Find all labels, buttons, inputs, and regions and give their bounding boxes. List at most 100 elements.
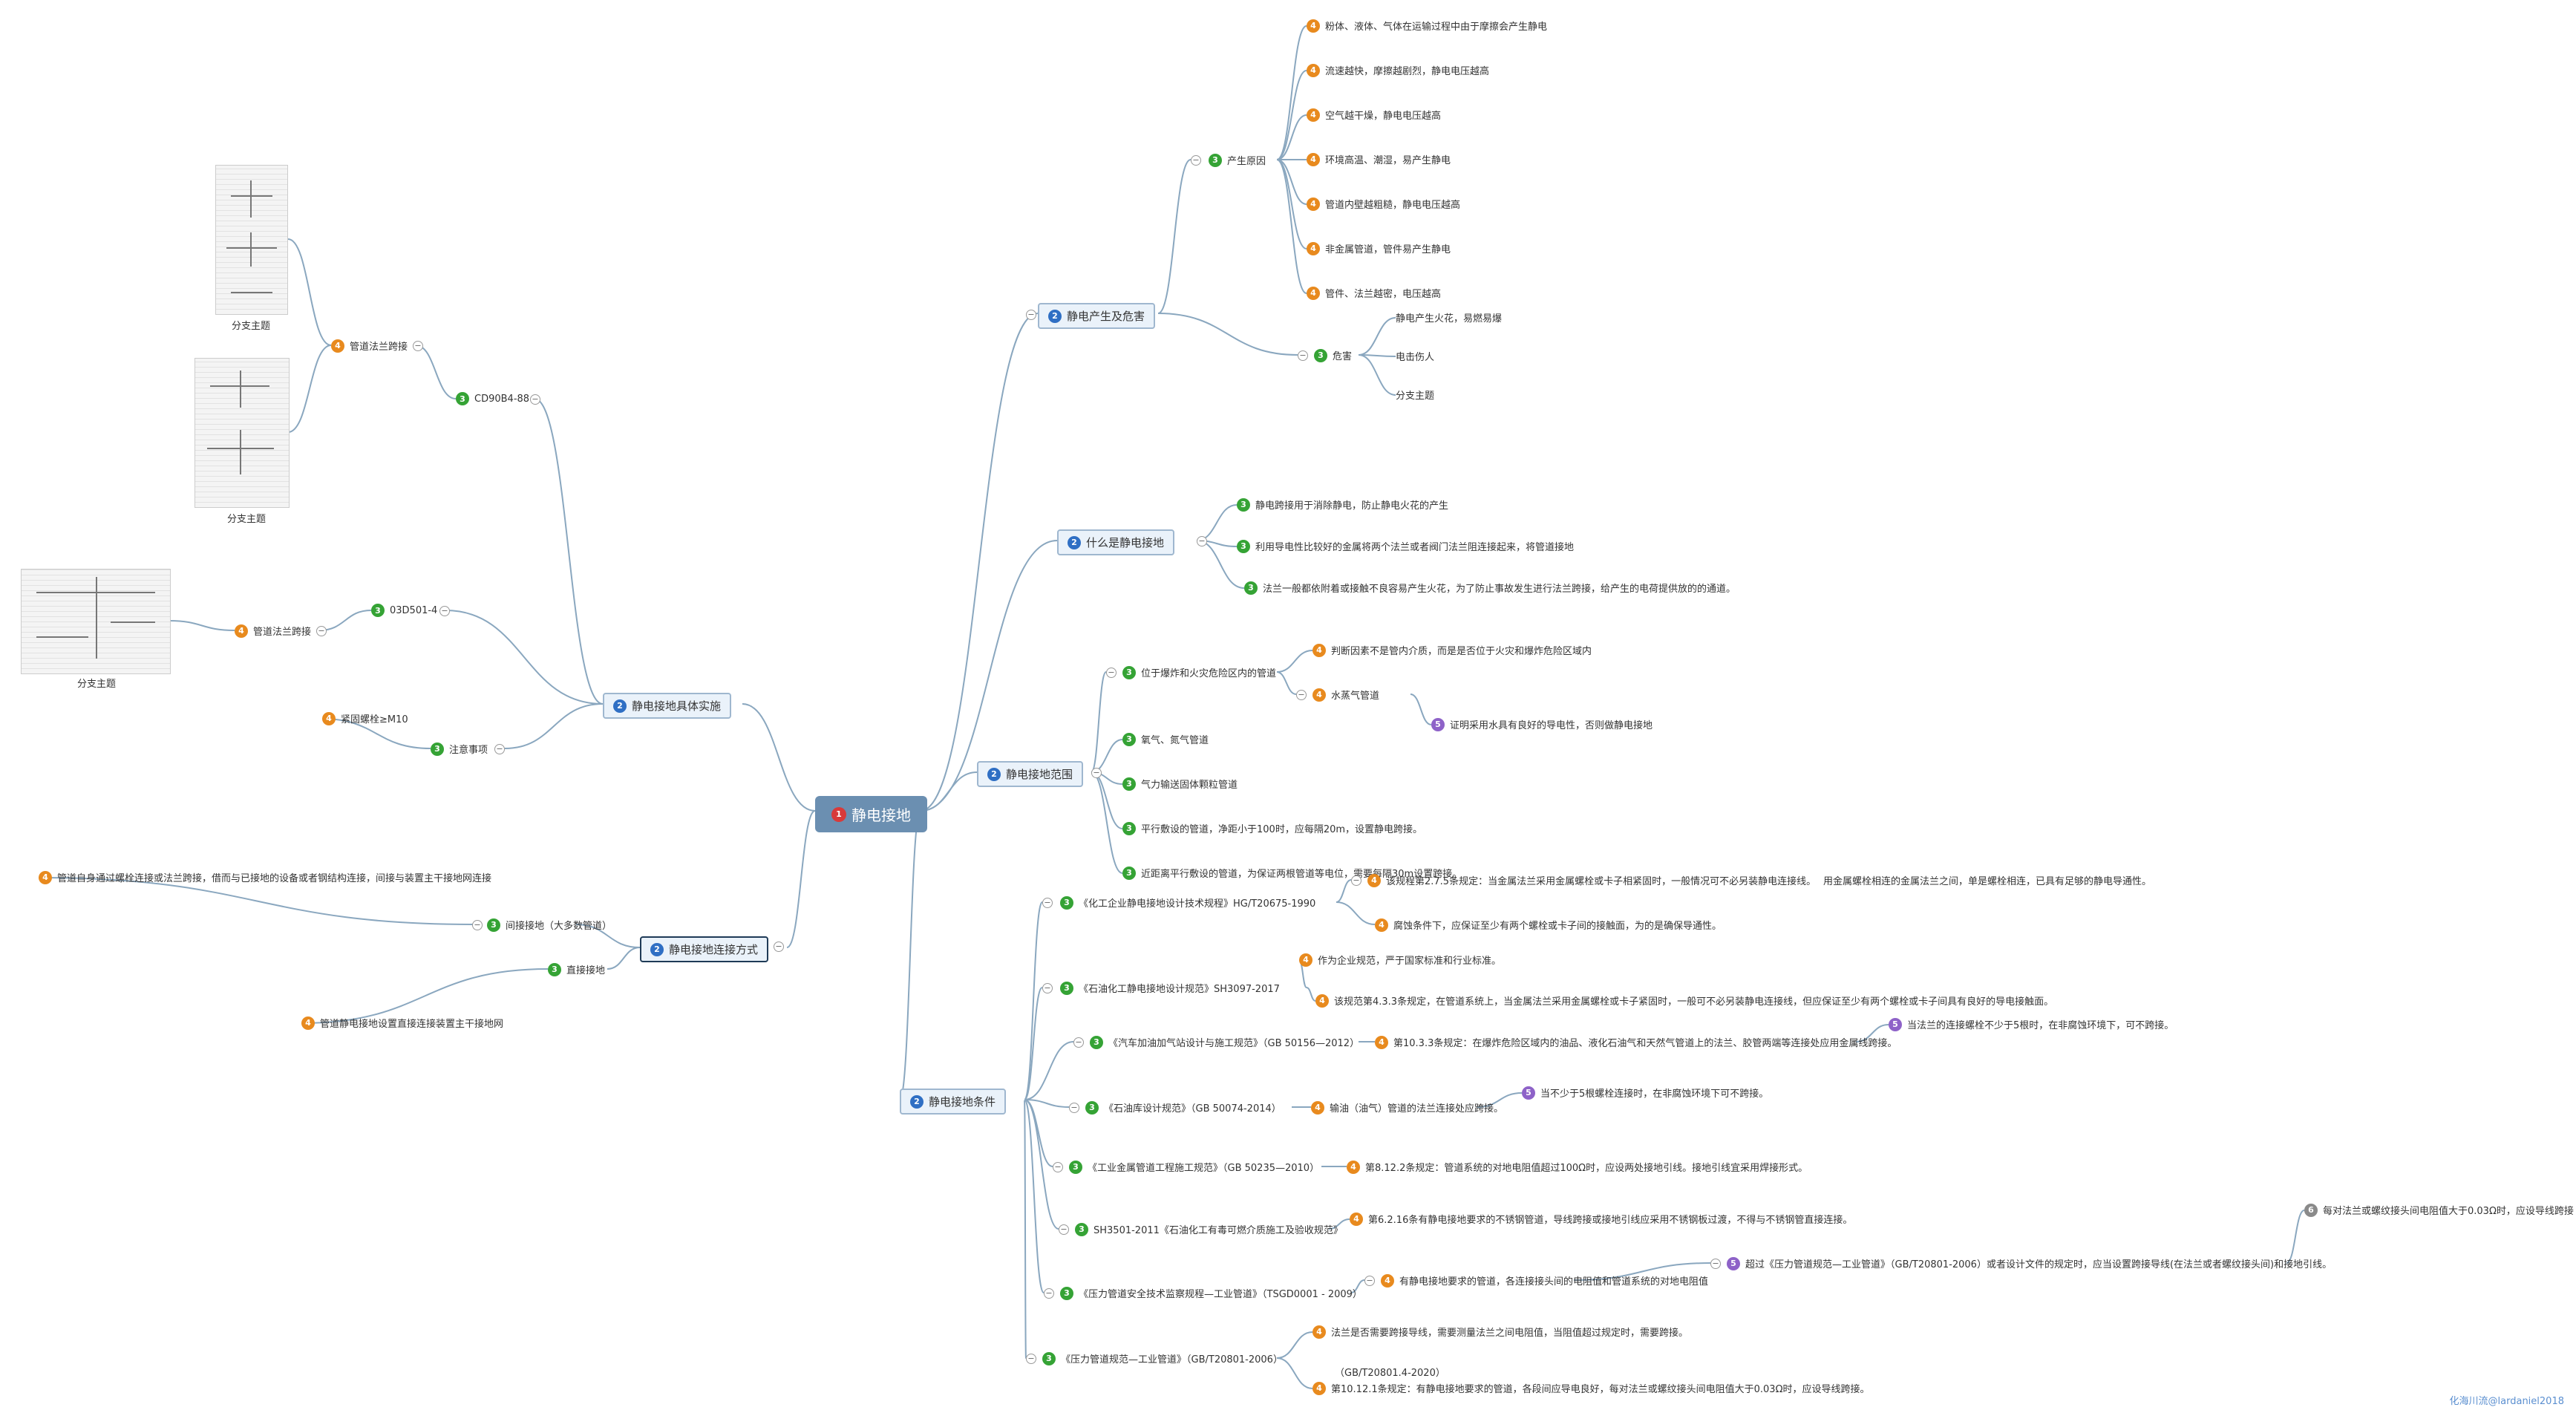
collapse-toggle[interactable]: − bbox=[1042, 983, 1053, 993]
node-label: 产生原因 bbox=[1227, 156, 1266, 167]
collapse-toggle[interactable]: − bbox=[530, 394, 540, 405]
condition-item[interactable]: 3《化工企业静电接地设计技术规程》HG/T20675-1990 bbox=[1060, 895, 1315, 910]
collapse-toggle[interactable]: − bbox=[1106, 668, 1117, 678]
collapse-toggle[interactable]: − bbox=[439, 606, 450, 616]
condition-item[interactable]: 3《压力管道规范—工业管道》（GB/T20801-2006） bbox=[1042, 1351, 1283, 1365]
collapse-toggle[interactable]: − bbox=[472, 920, 483, 930]
condition-item[interactable]: 3《汽车加油加气站设计与施工规范》（GB 50156—2012） bbox=[1090, 1035, 1359, 1049]
item-text: 空气越干燥，静电电压越高 bbox=[1325, 111, 1442, 122]
branch-implementation[interactable]: 2 静电接地具体实施 bbox=[603, 693, 732, 719]
collapse-toggle[interactable]: − bbox=[1059, 1224, 1069, 1235]
collapse-toggle[interactable]: − bbox=[1073, 1037, 1084, 1048]
branch-conditions[interactable]: 2 静电接地条件 bbox=[900, 1089, 1007, 1115]
item-text: 分支主题 bbox=[1396, 391, 1435, 402]
collapse-toggle[interactable]: − bbox=[1197, 536, 1207, 546]
root-node[interactable]: 1 静电接地 bbox=[815, 796, 927, 832]
condition-item[interactable]: 3《石油库设计规范》（GB 50074-2014） bbox=[1085, 1100, 1281, 1115]
condition-sub-item[interactable]: 用金属螺栓相连的金属法兰之间，单是螺栓相连，已具有足够的静电导通性。 bbox=[1823, 873, 2151, 887]
drawing-thumbnail-image[interactable] bbox=[21, 569, 171, 674]
priority-3-icon: 3 bbox=[1075, 1222, 1088, 1236]
collapse-toggle[interactable]: − bbox=[774, 942, 784, 952]
branch-what-is[interactable]: 2 什么是静电接地 bbox=[1057, 529, 1175, 555]
collapse-toggle[interactable]: − bbox=[1296, 690, 1307, 700]
collapse-toggle[interactable]: − bbox=[1042, 898, 1053, 908]
collapse-toggle[interactable]: − bbox=[1191, 155, 1201, 166]
harm-item[interactable]: 分支主题 bbox=[1396, 388, 1434, 402]
harm-item[interactable]: 电击伤人 bbox=[1396, 349, 1434, 363]
collapse-toggle[interactable]: − bbox=[1364, 1276, 1375, 1286]
branch-cause-hazard[interactable]: 2 静电产生及危害 bbox=[1038, 303, 1156, 329]
drawing-thumbnail-image[interactable] bbox=[215, 165, 288, 315]
collapse-toggle[interactable]: − bbox=[1069, 1103, 1079, 1113]
collapse-toggle[interactable]: − bbox=[1026, 1354, 1036, 1364]
priority-4-icon: 4 bbox=[1307, 286, 1320, 300]
collapse-toggle[interactable]: − bbox=[494, 744, 505, 754]
node-harm[interactable]: 3 危害 bbox=[1314, 348, 1352, 362]
branch-connection[interactable]: 2 静电接地连接方式 bbox=[640, 936, 769, 962]
harm-item[interactable]: 静电产生火花，易燃易爆 bbox=[1396, 310, 1502, 324]
collapse-toggle[interactable]: − bbox=[316, 626, 327, 636]
collapse-toggle[interactable]: − bbox=[1351, 875, 1361, 886]
node-cause[interactable]: 3 产生原因 bbox=[1209, 153, 1266, 167]
branch-scope[interactable]: 2 静电接地范围 bbox=[977, 761, 1084, 787]
collapse-toggle[interactable]: − bbox=[1710, 1259, 1721, 1269]
priority-3-icon: 3 bbox=[487, 918, 500, 932]
collapse-toggle[interactable]: − bbox=[1091, 768, 1102, 778]
collapse-toggle[interactable]: − bbox=[413, 341, 423, 351]
collapse-toggle[interactable]: − bbox=[1044, 1288, 1054, 1299]
condition-item[interactable]: 3《工业金属管道工程施工规范》（GB 50235—2010） bbox=[1069, 1160, 1319, 1174]
condition-sub-item[interactable]: （GB/T20801.4-2020） bbox=[1335, 1365, 1445, 1379]
condition-item[interactable]: 3《压力管道安全技术监察规程—工业管道》（TSGD0001 - 2009） bbox=[1060, 1286, 1362, 1300]
collapse-toggle[interactable]: − bbox=[1026, 310, 1036, 320]
condition-item[interactable]: 3《石油化工静电接地设计规范》SH3097-2017 bbox=[1060, 981, 1280, 995]
drawing-thumbnail-image[interactable] bbox=[194, 358, 290, 508]
collapse-toggle[interactable]: − bbox=[1053, 1162, 1063, 1172]
collapse-toggle[interactable]: − bbox=[1298, 350, 1308, 361]
connector-line bbox=[1024, 1099, 1070, 1108]
